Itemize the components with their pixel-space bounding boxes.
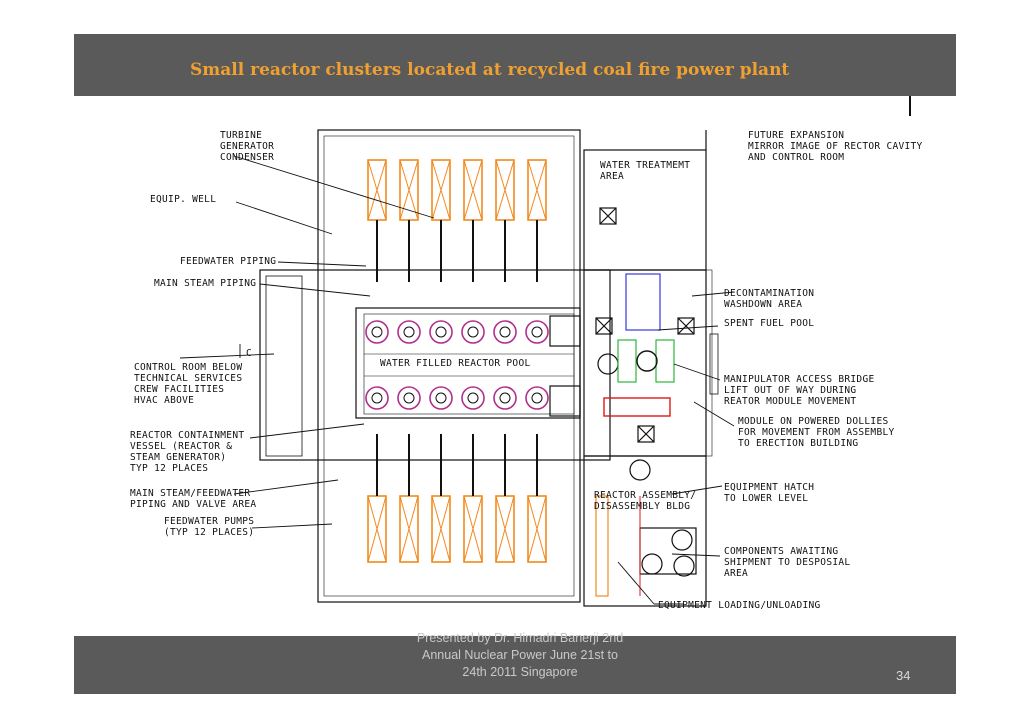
reactor-vessel-bottom-4 xyxy=(461,386,485,410)
spent-fuel-lane xyxy=(625,273,661,331)
footer-line-1: Presented by Dr. Himadri Banerji 2nd xyxy=(416,631,624,645)
reactor-vessel-bottom-3 xyxy=(429,386,453,410)
label-equip-well: EQUIP. WELL xyxy=(150,194,216,205)
turbine-row-bottom xyxy=(367,434,547,563)
reactor-vessel-top-3 xyxy=(429,320,453,344)
label-section-c: C xyxy=(246,348,252,359)
equipment-box xyxy=(599,207,617,225)
leader-lines xyxy=(179,155,735,605)
reactor-vessel-top-5 xyxy=(493,320,517,344)
reactor-vessel-top-6 xyxy=(525,320,549,344)
reactor-pool-outline xyxy=(355,307,581,419)
manipulator-hub xyxy=(636,350,658,372)
footer-line-3: 24th 2011 Singapore xyxy=(462,665,578,679)
reactor-vessel-bottom-6 xyxy=(525,386,549,410)
reactor-vessel-top-1 xyxy=(365,320,389,344)
reactor-module-on-dollies xyxy=(603,397,671,417)
reactor-vessel-bottom-1 xyxy=(365,386,389,410)
reactor-vessels xyxy=(365,320,549,410)
turbine-row-top xyxy=(367,159,547,282)
spent-fuel-cask xyxy=(597,353,619,375)
assembly-building xyxy=(583,455,707,607)
label-equipment-loading: EQUIPMENT LOADING/UNLOADING xyxy=(658,600,821,611)
label-assembly-building: REACTOR ASSEMBLY/DISASSEMBLY BLDG xyxy=(594,490,696,512)
reactor-vessel-top-4 xyxy=(461,320,485,344)
reactor-vessel-top-2 xyxy=(397,320,421,344)
equipment-hatch xyxy=(637,425,655,443)
page-number: 34 xyxy=(896,668,911,683)
reactor-vessel-bottom-2 xyxy=(397,386,421,410)
label-main-steam-piping: MAIN STEAM PIPING xyxy=(154,278,256,289)
footer-line-2: Annual Nuclear Power June 21st to xyxy=(422,648,618,662)
slide-title: Small reactor clusters located at recycl… xyxy=(190,60,790,80)
reactor-vessel-bottom-5 xyxy=(493,386,517,410)
loading-crane-rail xyxy=(595,495,609,597)
label-reactor-pool: WATER FILLED REACTOR POOL xyxy=(380,358,531,369)
label-spent-fuel-pool: SPENT FUEL POOL xyxy=(724,318,814,329)
slide-footer: Presented by Dr. Himadri Banerji 2nd Ann… xyxy=(370,630,670,681)
control-room-block xyxy=(265,275,303,457)
central-hall-outline xyxy=(259,269,611,461)
label-feedwater-piping: FEEDWATER PIPING xyxy=(180,256,276,267)
label-feedwater-pumps: FEEDWATER PUMPS(TYP 12 PLACES) xyxy=(164,516,254,538)
manipulator-bridge-right xyxy=(655,339,675,383)
fuel-handling-building xyxy=(583,269,707,457)
manipulator-bridge-left xyxy=(617,339,637,383)
